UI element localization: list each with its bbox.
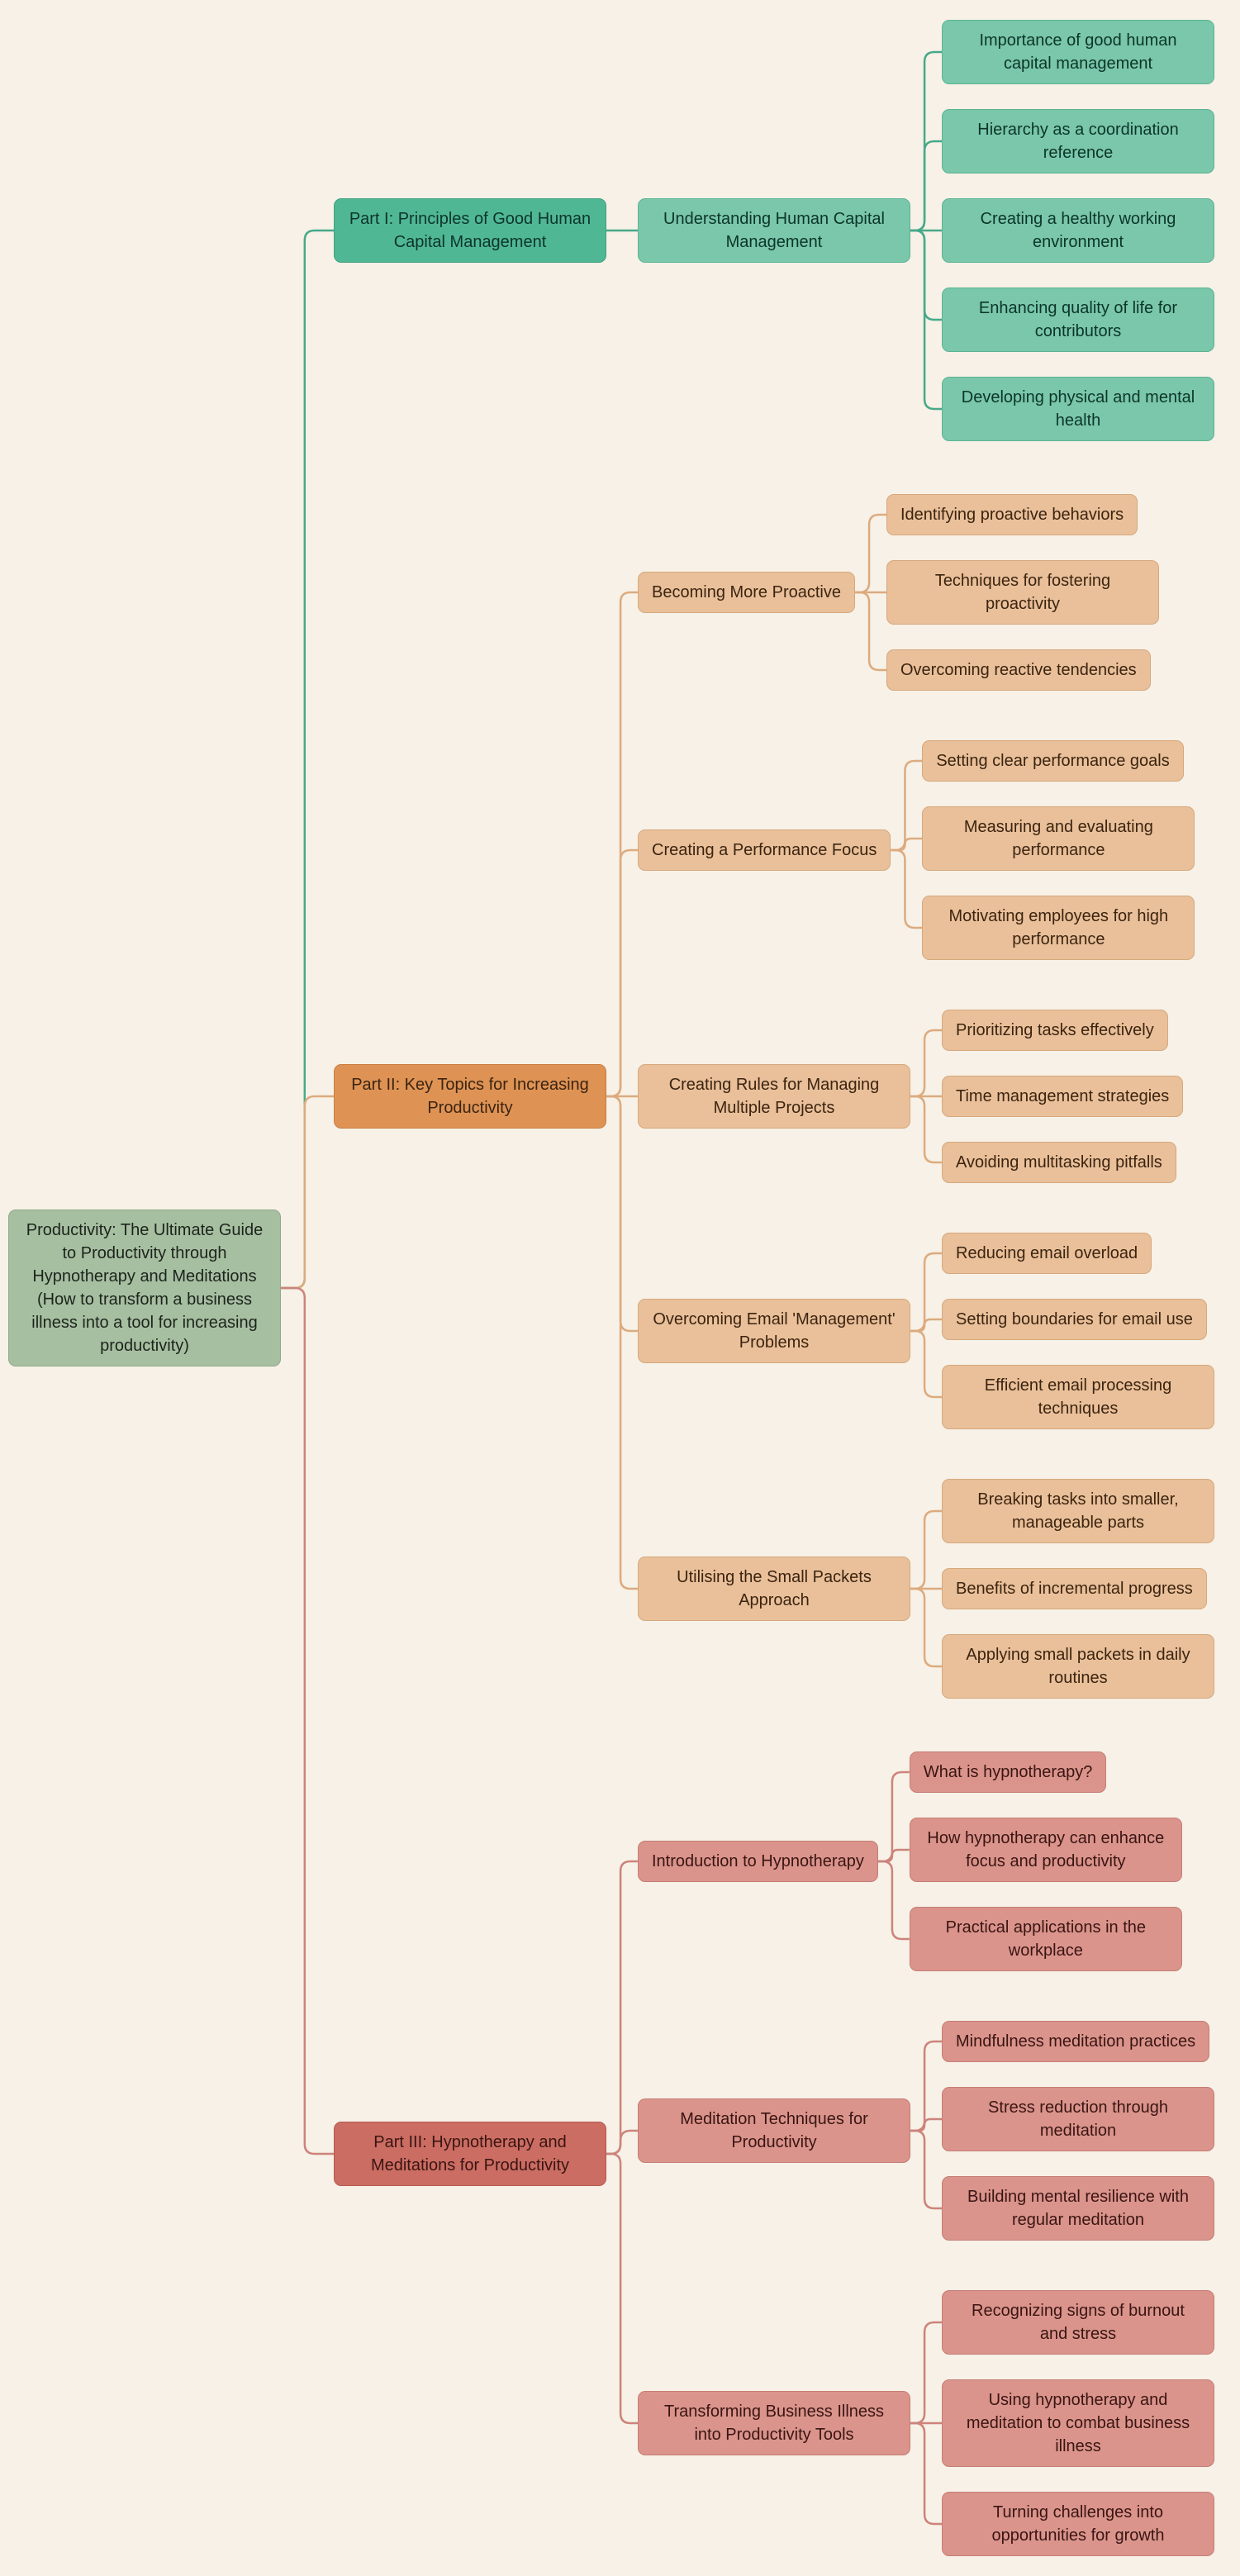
- mindmap-topic-node[interactable]: Transforming Business Illness into Produ…: [638, 2391, 910, 2455]
- mindmap-leaf-node[interactable]: Importance of good human capital managem…: [942, 20, 1214, 84]
- mindmap-subtree: Part III: Hypnotherapy and Meditations f…: [334, 1751, 1214, 2556]
- mindmap-leaf-node[interactable]: How hypnotherapy can enhance focus and p…: [909, 1818, 1182, 1882]
- mindmap-subtree: Hierarchy as a coordination reference: [942, 109, 1214, 173]
- mindmap-leaf-node[interactable]: Efficient email processing techniques: [942, 1365, 1214, 1429]
- mindmap-subtree: Setting clear performance goals: [922, 740, 1184, 782]
- mindmap-subtree: Overcoming Email 'Management' Problems Re…: [638, 1233, 1214, 1429]
- mindmap-subtree: Part I: Principles of Good Human Capital…: [334, 20, 1214, 441]
- mindmap-subtree: Turning challenges into opportunities fo…: [942, 2492, 1214, 2556]
- mindmap-subtree: Identifying proactive behaviors: [886, 494, 1138, 535]
- mindmap-leaf-node[interactable]: Prioritizing tasks effectively: [942, 1010, 1168, 1051]
- mindmap-subtree: Introduction to Hypnotherapy What is hypn…: [638, 1751, 1182, 1971]
- mindmap-leaf-node[interactable]: Breaking tasks into smaller, manageable …: [942, 1479, 1214, 1543]
- mindmap-subtree: Reducing email overload: [942, 1233, 1152, 1274]
- mindmap-children-group: Importance of good human capital managem…: [942, 20, 1214, 441]
- mindmap-subtree: Breaking tasks into smaller, manageable …: [942, 1479, 1214, 1543]
- mindmap-children-group: Breaking tasks into smaller, manageable …: [942, 1479, 1214, 1699]
- mindmap-subtree: Measuring and evaluating performance: [922, 806, 1195, 871]
- mindmap-leaf-node[interactable]: Avoiding multitasking pitfalls: [942, 1142, 1176, 1183]
- mindmap-leaf-node[interactable]: Developing physical and mental health: [942, 377, 1214, 441]
- mindmap-root-node[interactable]: Productivity: The Ultimate Guide to Prod…: [8, 1210, 281, 1366]
- mindmap-topic-node[interactable]: Introduction to Hypnotherapy: [638, 1841, 878, 1882]
- mindmap-leaf-node[interactable]: Recognizing signs of burnout and stress: [942, 2290, 1214, 2355]
- mindmap-topic-node[interactable]: Becoming More Proactive: [638, 572, 855, 613]
- mindmap-topic-node[interactable]: Creating a Performance Focus: [638, 829, 891, 871]
- mindmap-subtree: Understanding Human Capital Management Im…: [638, 20, 1214, 441]
- mindmap-branch-node[interactable]: Part I: Principles of Good Human Capital…: [334, 198, 606, 263]
- mindmap-subtree: Creating a Performance Focus Setting clea…: [638, 740, 1195, 960]
- mindmap-leaf-node[interactable]: Creating a healthy working environment: [942, 198, 1214, 263]
- mindmap-subtree: Becoming More Proactive Identifying proac…: [638, 494, 1159, 691]
- mindmap-children-group: Becoming More Proactive Identifying proac…: [638, 494, 1214, 1699]
- mindmap-leaf-node[interactable]: What is hypnotherapy?: [909, 1751, 1107, 1793]
- mindmap-branch-node[interactable]: Part II: Key Topics for Increasing Produ…: [334, 1064, 606, 1129]
- mindmap-subtree: Recognizing signs of burnout and stress: [942, 2290, 1214, 2355]
- mindmap-leaf-node[interactable]: Building mental resilience with regular …: [942, 2176, 1214, 2241]
- mindmap-subtree: Time management strategies: [942, 1076, 1184, 1117]
- mindmap-children-group: Introduction to Hypnotherapy What is hypn…: [638, 1751, 1214, 2556]
- mindmap-subtree: How hypnotherapy can enhance focus and p…: [909, 1818, 1182, 1882]
- mindmap-leaf-node[interactable]: Measuring and evaluating performance: [922, 806, 1195, 871]
- mindmap-leaf-node[interactable]: Setting boundaries for email use: [942, 1299, 1207, 1340]
- mindmap-subtree: Applying small packets in daily routines: [942, 1634, 1214, 1699]
- mindmap-leaf-node[interactable]: Setting clear performance goals: [922, 740, 1184, 782]
- mindmap-leaf-node[interactable]: Motivating employees for high performanc…: [922, 896, 1195, 960]
- mindmap-subtree: Motivating employees for high performanc…: [922, 896, 1195, 960]
- mindmap-children-group: What is hypnotherapy? How hypnotherapy ca…: [909, 1751, 1182, 1971]
- mindmap-subtree: Setting boundaries for email use: [942, 1299, 1207, 1340]
- mindmap-leaf-node[interactable]: Benefits of incremental progress: [942, 1568, 1207, 1609]
- mindmap-subtree: Mindfulness meditation practices: [942, 2021, 1210, 2062]
- mindmap-leaf-node[interactable]: Turning challenges into opportunities fo…: [942, 2492, 1214, 2556]
- mindmap-children-group: Part I: Principles of Good Human Capital…: [334, 20, 1214, 2556]
- mindmap-leaf-node[interactable]: Techniques for fostering proactivity: [886, 560, 1159, 625]
- mindmap-leaf-node[interactable]: Reducing email overload: [942, 1233, 1152, 1274]
- mindmap-subtree: Creating a healthy working environment: [942, 198, 1214, 263]
- mindmap-subtree: Enhancing quality of life for contributo…: [942, 288, 1214, 352]
- mindmap-topic-node[interactable]: Understanding Human Capital Management: [638, 198, 910, 263]
- mindmap-leaf-node[interactable]: Applying small packets in daily routines: [942, 1634, 1214, 1699]
- mindmap-leaf-node[interactable]: Hierarchy as a coordination reference: [942, 109, 1214, 173]
- mindmap-leaf-node[interactable]: Enhancing quality of life for contributo…: [942, 288, 1214, 352]
- mindmap-children-group: Understanding Human Capital Management Im…: [638, 20, 1214, 441]
- mindmap-subtree: Part II: Key Topics for Increasing Produ…: [334, 494, 1214, 1699]
- mindmap-leaf-node[interactable]: Stress reduction through meditation: [942, 2087, 1214, 2151]
- mindmap-subtree: Prioritizing tasks effectively: [942, 1010, 1168, 1051]
- mindmap-subtree: Productivity: The Ultimate Guide to Prod…: [8, 20, 1214, 2556]
- mindmap-leaf-node[interactable]: Overcoming reactive tendencies: [886, 649, 1151, 691]
- mindmap-topic-node[interactable]: Overcoming Email 'Management' Problems: [638, 1299, 910, 1363]
- mindmap-subtree: Overcoming reactive tendencies: [886, 649, 1151, 691]
- mindmap-subtree: Building mental resilience with regular …: [942, 2176, 1214, 2241]
- mindmap-topic-node[interactable]: Creating Rules for Managing Multiple Pro…: [638, 1064, 910, 1129]
- mindmap-topic-node[interactable]: Utilising the Small Packets Approach: [638, 1557, 910, 1621]
- mindmap-leaf-node[interactable]: Identifying proactive behaviors: [886, 494, 1138, 535]
- mindmap-leaf-node[interactable]: Time management strategies: [942, 1076, 1184, 1117]
- mindmap-subtree: Transforming Business Illness into Produ…: [638, 2290, 1214, 2556]
- mindmap-subtree: Importance of good human capital managem…: [942, 20, 1214, 84]
- mindmap-branch-node[interactable]: Part III: Hypnotherapy and Meditations f…: [334, 2122, 606, 2186]
- mindmap-subtree: What is hypnotherapy?: [909, 1751, 1107, 1793]
- mindmap-subtree: Developing physical and mental health: [942, 377, 1214, 441]
- mindmap-subtree: Using hypnotherapy and meditation to com…: [942, 2379, 1214, 2467]
- mindmap-subtree: Practical applications in the workplace: [909, 1907, 1182, 1971]
- mindmap-subtree: Stress reduction through meditation: [942, 2087, 1214, 2151]
- mindmap-leaf-node[interactable]: Using hypnotherapy and meditation to com…: [942, 2379, 1214, 2467]
- mindmap-subtree: Efficient email processing techniques: [942, 1365, 1214, 1429]
- mindmap-subtree: Meditation Techniques for Productivity Mi…: [638, 2021, 1214, 2241]
- mindmap-topic-node[interactable]: Meditation Techniques for Productivity: [638, 2098, 910, 2163]
- mindmap-subtree: Avoiding multitasking pitfalls: [942, 1142, 1176, 1183]
- mindmap-leaf-node[interactable]: Mindfulness meditation practices: [942, 2021, 1210, 2062]
- mindmap-leaf-node[interactable]: Practical applications in the workplace: [909, 1907, 1182, 1971]
- mindmap-subtree: Creating Rules for Managing Multiple Pro…: [638, 1010, 1184, 1183]
- mindmap-subtree: Techniques for fostering proactivity: [886, 560, 1159, 625]
- mindmap-subtree: Utilising the Small Packets Approach Brea…: [638, 1479, 1214, 1699]
- mindmap-subtree: Benefits of incremental progress: [942, 1568, 1207, 1609]
